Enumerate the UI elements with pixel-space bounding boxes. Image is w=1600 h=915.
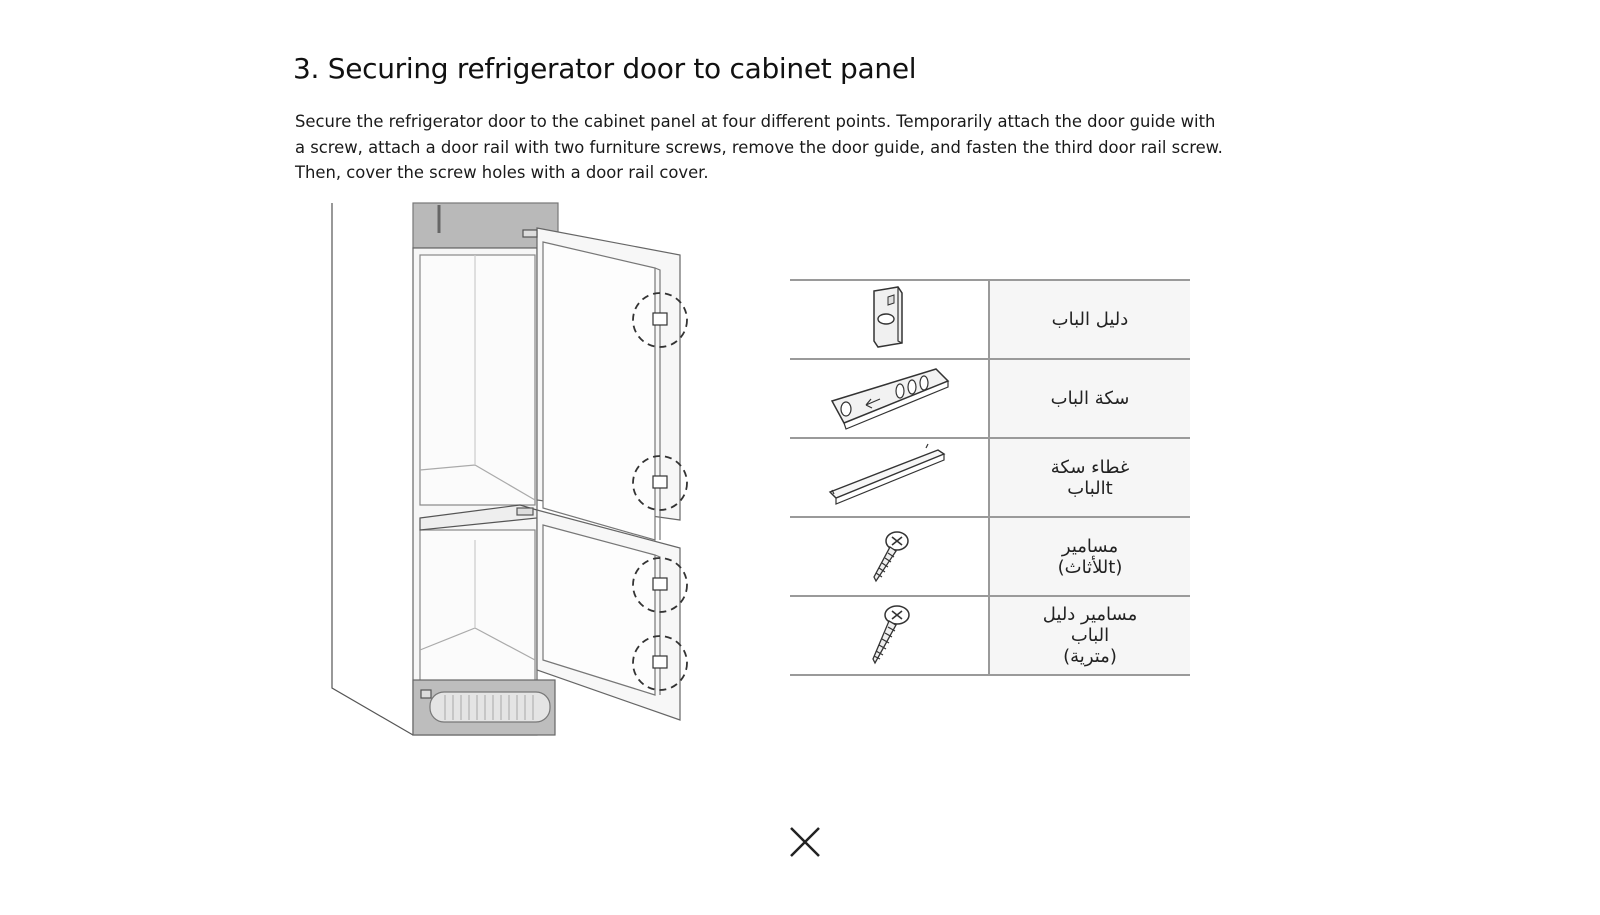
- parts-icon-cell: [790, 516, 990, 597]
- furniture-screw-icon: [873, 530, 909, 582]
- parts-row: مسامير (للأثاثt): [790, 516, 1190, 597]
- parts-row: سكة الباب: [790, 358, 1190, 439]
- parts-row: غطاء سكة البابt: [790, 437, 1190, 518]
- parts-icon-cell: [790, 279, 990, 360]
- part-label: دليل الباب: [989, 279, 1190, 360]
- instruction-line: Secure the refrigerator door to the cabi…: [295, 112, 1216, 131]
- door-guide-icon: [873, 285, 903, 348]
- parts-table: دليل الباب سكة الباب: [790, 279, 1190, 676]
- instruction-text: Secure the refrigerator door to the cabi…: [295, 109, 1223, 186]
- door-rail-icon: [830, 367, 950, 430]
- part-label: مسامير دليل الباب (مترية): [989, 595, 1190, 676]
- instruction-line: Then, cover the screw holes with a door …: [295, 163, 709, 182]
- parts-row: دليل الباب: [790, 279, 1190, 360]
- refrigerator-illustration: [331, 202, 688, 736]
- part-label: غطاء سكة البابt: [989, 437, 1190, 518]
- part-label: مسامير (للأثاثt): [989, 516, 1190, 597]
- door-rail-cover-icon: [828, 443, 946, 505]
- part-label: سكة الباب: [989, 358, 1190, 439]
- door-guide-screw-icon: [872, 604, 910, 664]
- parts-icon-cell: [790, 437, 990, 518]
- page-title: 3. Securing refrigerator door to cabinet…: [293, 52, 917, 85]
- parts-icon-cell: [790, 358, 990, 439]
- parts-row: مسامير دليل الباب (مترية): [790, 595, 1190, 676]
- instruction-line: a screw, attach a door rail with two fur…: [295, 137, 1223, 157]
- parts-icon-cell: [790, 595, 990, 676]
- close-icon[interactable]: [788, 825, 822, 859]
